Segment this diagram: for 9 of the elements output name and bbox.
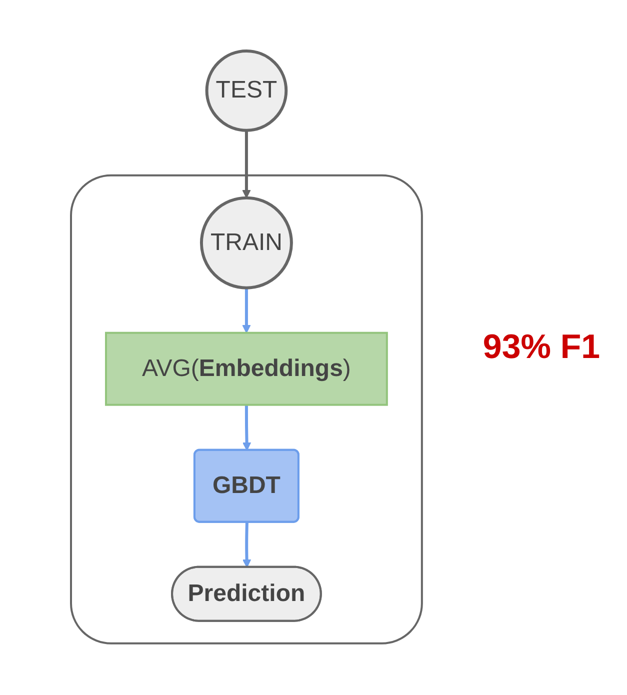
arrow	[242, 522, 252, 568]
node-circle: TRAIN	[200, 196, 294, 290]
arrow	[242, 130, 252, 199]
node-box: AVG(Embeddings)	[105, 332, 388, 406]
node-circle: TEST	[206, 50, 288, 132]
cluster	[70, 174, 424, 645]
arrow	[242, 288, 252, 334]
arrow	[242, 405, 252, 452]
score-text: 93% F1	[482, 328, 600, 367]
